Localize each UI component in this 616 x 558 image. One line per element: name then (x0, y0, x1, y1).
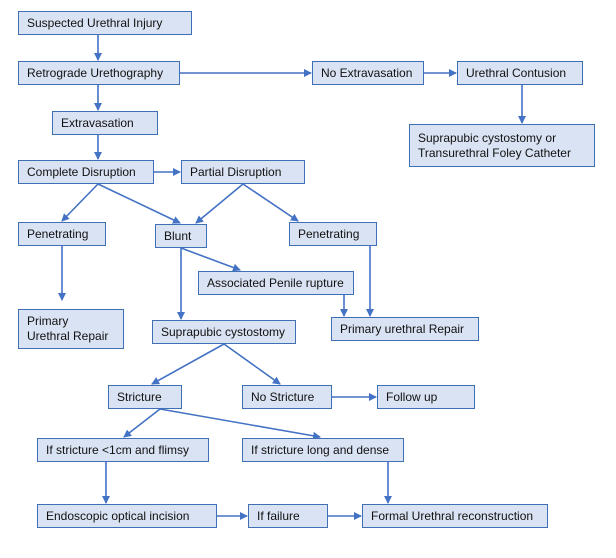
node-associated-penile-rupture: Associated Penile rupture (198, 271, 354, 295)
node-primary-urethral-repair-left: Primary Urethral Repair (18, 309, 124, 349)
node-no-extravasation: No Extravasation (312, 61, 424, 85)
node-formal-urethral-reconstruction: Formal Urethral reconstruction (362, 504, 548, 528)
arrow-stricture-to-short-stricture (123, 408, 161, 438)
node-urethral-contusion: Urethral Contusion (457, 61, 583, 85)
node-penetrating-right: Penetrating (289, 222, 377, 246)
node-suprapubic-cystostomy: Suprapubic cystostomy (152, 320, 296, 344)
node-partial-disruption: Partial Disruption (181, 160, 305, 184)
node-endoscopic-optical-incision: Endoscopic optical incision (37, 504, 217, 528)
node-primary-urethral-repair: Primary urethral Repair (331, 317, 479, 341)
node-complete-disruption: Complete Disruption (18, 160, 154, 184)
node-suspected-urethral-injury: Suspected Urethral Injury (18, 11, 192, 35)
node-stricture: Stricture (108, 385, 182, 409)
node-if-failure: If failure (248, 504, 328, 528)
node-follow-up: Follow up (377, 385, 475, 409)
node-short-stricture: If stricture <1cm and flimsy (37, 438, 209, 462)
node-no-stricture: No Stricture (242, 385, 332, 409)
arrow-partial-disruption-to-penetrating-right (242, 183, 299, 222)
arrow-partial-disruption-to-blunt (195, 183, 244, 224)
node-long-stricture: If stricture long and dense (242, 438, 404, 462)
node-retrograde-urethography: Retrograde Urethography (18, 61, 180, 85)
node-extravasation: Extravasation (52, 111, 158, 135)
node-blunt: Blunt (155, 224, 207, 248)
node-suprapubic-or-foley: Suprapubic cystostomy or Transurethral F… (409, 124, 595, 167)
arrow-suprapubic-cystostomy-to-stricture (151, 343, 225, 385)
arrow-suprapubic-cystostomy-to-no-stricture (223, 343, 281, 385)
arrow-stricture-to-long-stricture (159, 408, 321, 440)
arrow-complete-disruption-to-blunt (97, 183, 181, 224)
arrow-blunt-to-associated-penile (180, 247, 241, 272)
arrow-complete-disruption-to-penetrating-left (61, 183, 99, 222)
node-penetrating-left: Penetrating (18, 222, 106, 246)
